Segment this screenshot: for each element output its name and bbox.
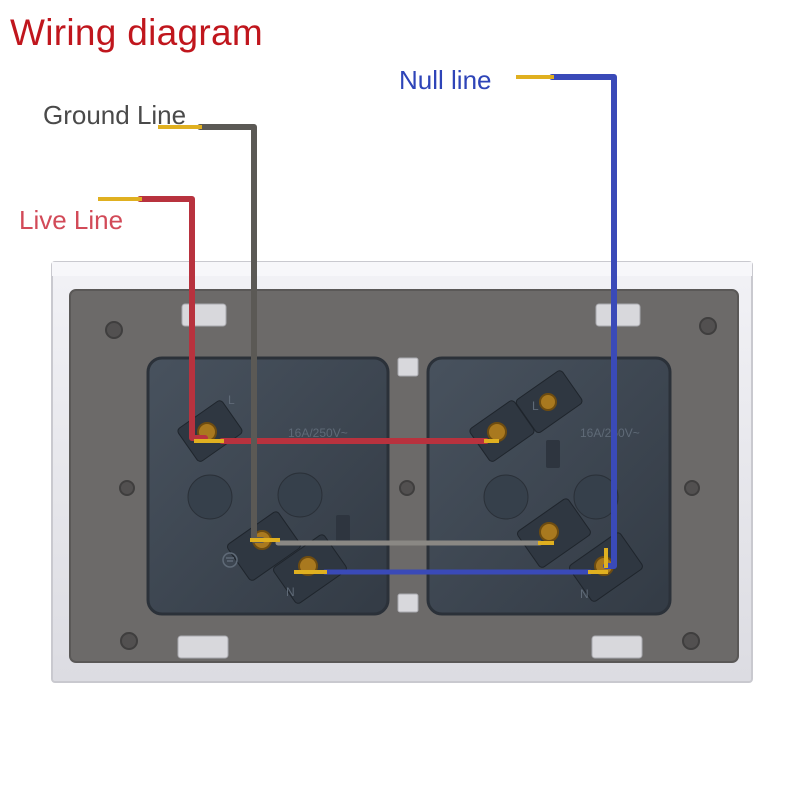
- left-socket: 16A/250V~ L N: [146, 356, 390, 616]
- right-terminal-live-mark: L: [532, 399, 539, 413]
- live-wire: [137, 196, 208, 441]
- null-wire: [549, 74, 617, 569]
- left-terminal-live-mark: L: [228, 393, 235, 407]
- diagram-title: Wiring diagram: [10, 12, 263, 53]
- right-socket-rating: 16A/250V~: [580, 426, 640, 440]
- screw-holes: [105, 317, 717, 650]
- left-terminal-neutral-mark: N: [286, 585, 295, 599]
- null-line-label: Null line: [399, 65, 492, 95]
- live-line-label: Live Line: [19, 205, 124, 235]
- right-socket: 16A/250V~ L N: [426, 356, 672, 616]
- left-socket-rating: 16A/250V~: [288, 426, 348, 440]
- right-terminal-neutral-mark: N: [580, 587, 589, 601]
- ground-symbol-icon: [222, 552, 238, 568]
- ground-line-label: Ground Line: [43, 100, 187, 130]
- copper-tips: [98, 75, 608, 574]
- plate-frame-top-edge: [52, 262, 752, 276]
- mounting-tabs: [177, 303, 643, 659]
